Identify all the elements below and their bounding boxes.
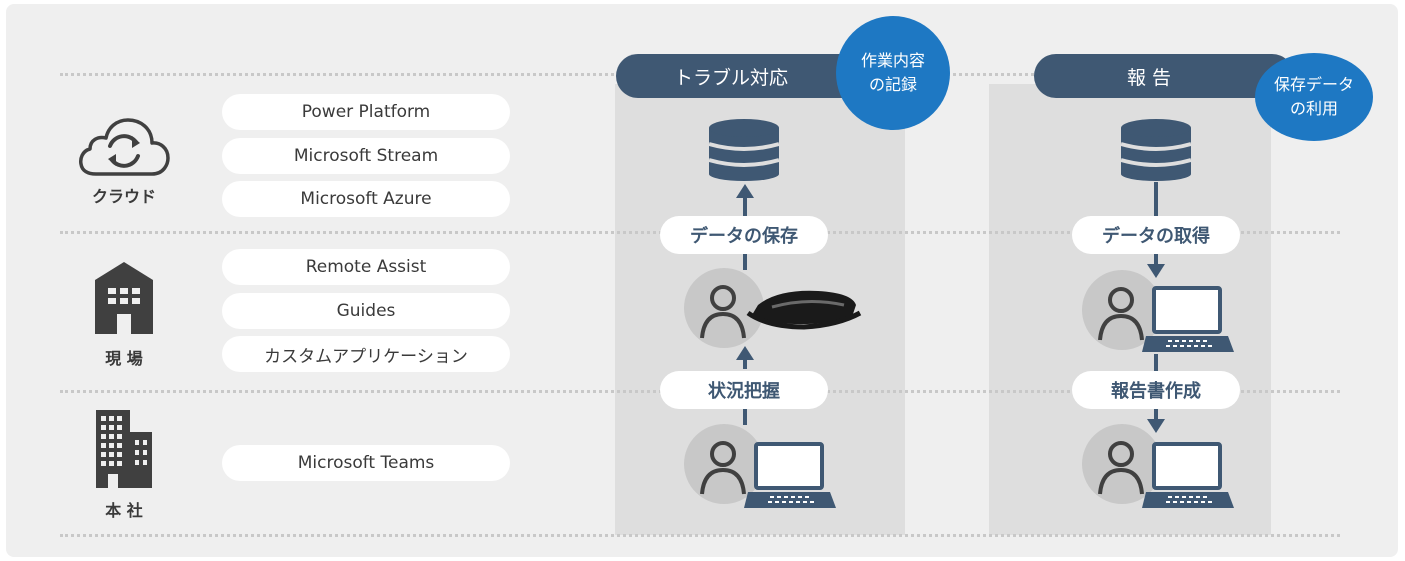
service-microsoft-stream: Microsoft Stream <box>222 138 510 174</box>
arrow-down-line-4 <box>1154 409 1158 423</box>
arrow-up-line-2 <box>743 254 747 270</box>
hololens-icon <box>746 290 862 330</box>
service-remote-assist: Remote Assist <box>222 249 510 285</box>
service-custom-application: カスタムアプリケーション <box>222 336 510 372</box>
building-icon <box>95 262 153 334</box>
flow-title-trouble: トラブル対応 <box>616 54 876 98</box>
arrow-up-line-3 <box>743 355 747 369</box>
database-icon <box>708 119 780 181</box>
person-icon <box>684 424 764 504</box>
service-guides: Guides <box>222 293 510 329</box>
badge-saved-data-use-line1: 保存データ <box>1273 75 1354 94</box>
office-building-icon <box>96 410 152 488</box>
laptop-icon <box>1142 442 1234 508</box>
arrow-up-head-1 <box>736 184 754 198</box>
badge-work-record: 作業内容の記録 <box>836 16 950 130</box>
arrow-up-head-3 <box>736 346 754 360</box>
badge-saved-data-use-line2: の利用 <box>1289 99 1338 118</box>
arrow-up-line-4 <box>743 409 747 425</box>
person-icon <box>1082 424 1162 504</box>
cloud-sync-icon <box>79 118 170 176</box>
step-get-data: データの取得 <box>1072 216 1240 254</box>
zone-label-hq: 本 社 <box>105 501 143 520</box>
flow-title-report: 報 告 <box>1034 54 1294 98</box>
arrow-down-head-4 <box>1147 419 1165 433</box>
service-power-platform: Power Platform <box>222 94 510 130</box>
badge-saved-data-use: 保存データの利用 <box>1255 53 1373 141</box>
database-icon <box>1120 119 1192 181</box>
badge-work-record-line2: の記録 <box>868 75 917 94</box>
person-icon <box>1082 270 1162 350</box>
service-microsoft-teams: Microsoft Teams <box>222 445 510 481</box>
arrow-down-line-2 <box>1154 254 1158 268</box>
step-create-report: 報告書作成 <box>1072 371 1240 409</box>
laptop-icon <box>1142 286 1234 352</box>
arrow-down-head-2 <box>1147 264 1165 278</box>
arrow-down-line-1 <box>1154 182 1158 218</box>
divider-bottom <box>60 534 1340 537</box>
service-microsoft-azure: Microsoft Azure <box>222 181 510 217</box>
zone-label-site: 現 場 <box>105 349 143 368</box>
arrow-up-line-1 <box>743 194 747 218</box>
person-icon <box>684 268 764 348</box>
laptop-icon <box>744 442 836 508</box>
arrow-down-line-3 <box>1154 354 1158 372</box>
step-save-data: データの保存 <box>660 216 828 254</box>
badge-work-record-line1: 作業内容 <box>860 51 925 70</box>
zone-label-cloud: クラウド <box>91 187 156 206</box>
step-situation-grasp: 状況把握 <box>660 371 828 409</box>
